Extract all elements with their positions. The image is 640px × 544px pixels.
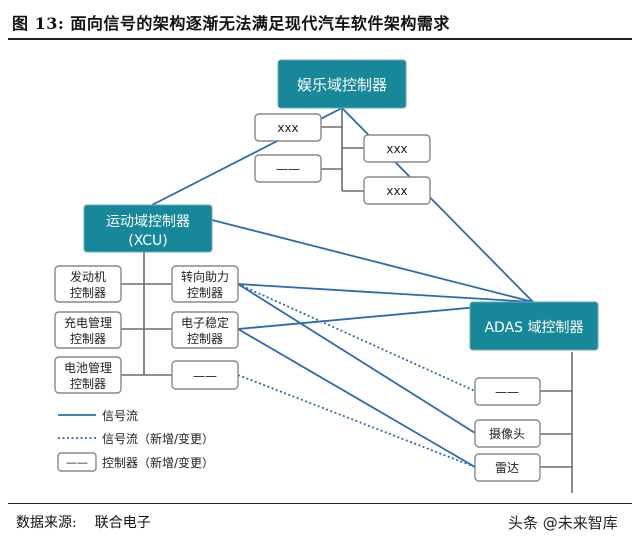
engine-controller-sublabel: 控制器 [70, 286, 106, 300]
signal-line-new [237, 283, 476, 392]
charging-controller-sublabel: 控制器 [70, 332, 106, 346]
legend-controller-new-label: 控制器（新增/变更） [102, 455, 214, 470]
ent-sub-label-3: xxx [386, 142, 407, 156]
engine-controller-box [54, 265, 122, 303]
battery-controller-box [54, 356, 122, 394]
signal-line [211, 219, 534, 303]
motion-domain-node: 运动域控制器 (XCU) [83, 204, 213, 253]
signal-lines-new [237, 283, 476, 468]
adas-domain-node: ADAS 域控制器 [469, 301, 599, 351]
source-line: 数据来源: 联合电子 [16, 512, 151, 532]
ent-sub-label-1: xxx [277, 121, 298, 135]
signal-line-new [237, 374, 476, 468]
signal-line [237, 283, 534, 303]
entertainment-domain-label: 娱乐域控制器 [297, 76, 387, 94]
ent-sub-box-3 [363, 134, 431, 163]
signal-line [237, 328, 476, 468]
radar-label: 雷达 [495, 461, 519, 475]
radar-box [474, 453, 541, 482]
steering-controller-sublabel: 控制器 [187, 286, 223, 300]
charging-controller-box [54, 311, 122, 349]
esc-controller-box [171, 311, 239, 349]
motion-domain-sublabel: (XCU) [128, 233, 168, 249]
engine-controller-label: 发动机 [70, 269, 106, 284]
battery-controller-sublabel: 控制器 [70, 377, 106, 391]
entertainment-domain-node: 娱乐域控制器 [277, 59, 407, 109]
watermark: 头条 @未来智库 [508, 514, 618, 532]
legend-controller-symbol: —— [66, 456, 88, 469]
esc-controller-sublabel: 控制器 [187, 332, 223, 346]
esc-controller-label: 电子稳定 [181, 315, 229, 330]
ent-sub-box-4 [363, 176, 431, 205]
steering-controller-box [171, 265, 239, 303]
steering-controller-label: 转向助力 [181, 269, 229, 284]
new-motion-controller-label: —— [193, 369, 217, 383]
motion-domain-label: 运动域控制器 [106, 214, 190, 230]
figure-title: 图 13: 面向信号的架构逐渐无法满足现代汽车软件架构需求 [12, 14, 450, 33]
ent-sub-label-4: xxx [386, 184, 407, 198]
legend-signal-flow-new-label: 信号流（新增/变更） [102, 431, 214, 446]
adas-domain-label: ADAS 域控制器 [484, 320, 583, 336]
title-divider [8, 38, 632, 40]
bus-lines [121, 108, 573, 493]
ent-sub-label-2: —— [276, 162, 300, 176]
source-label: 数据来源: [16, 515, 77, 531]
ent-sub-box-1 [254, 113, 322, 142]
footer-divider [8, 503, 632, 504]
camera-box [474, 419, 541, 448]
signal-line [237, 283, 476, 434]
new-adas-controller-box [474, 377, 541, 406]
legend: 信号流 信号流（新增/变更） —— 控制器（新增/变更） [57, 409, 214, 472]
new-adas-controller-label: —— [495, 385, 519, 399]
legend-controller-box [57, 452, 97, 472]
charging-controller-label: 充电管理 [64, 315, 112, 330]
new-motion-controller-box [171, 360, 239, 390]
source-value: 联合电子 [94, 515, 151, 531]
ent-sub-box-2 [254, 154, 322, 183]
battery-controller-label: 电池管理 [64, 360, 112, 375]
camera-label: 摄像头 [489, 426, 525, 441]
legend-signal-flow-label: 信号流 [102, 409, 138, 423]
